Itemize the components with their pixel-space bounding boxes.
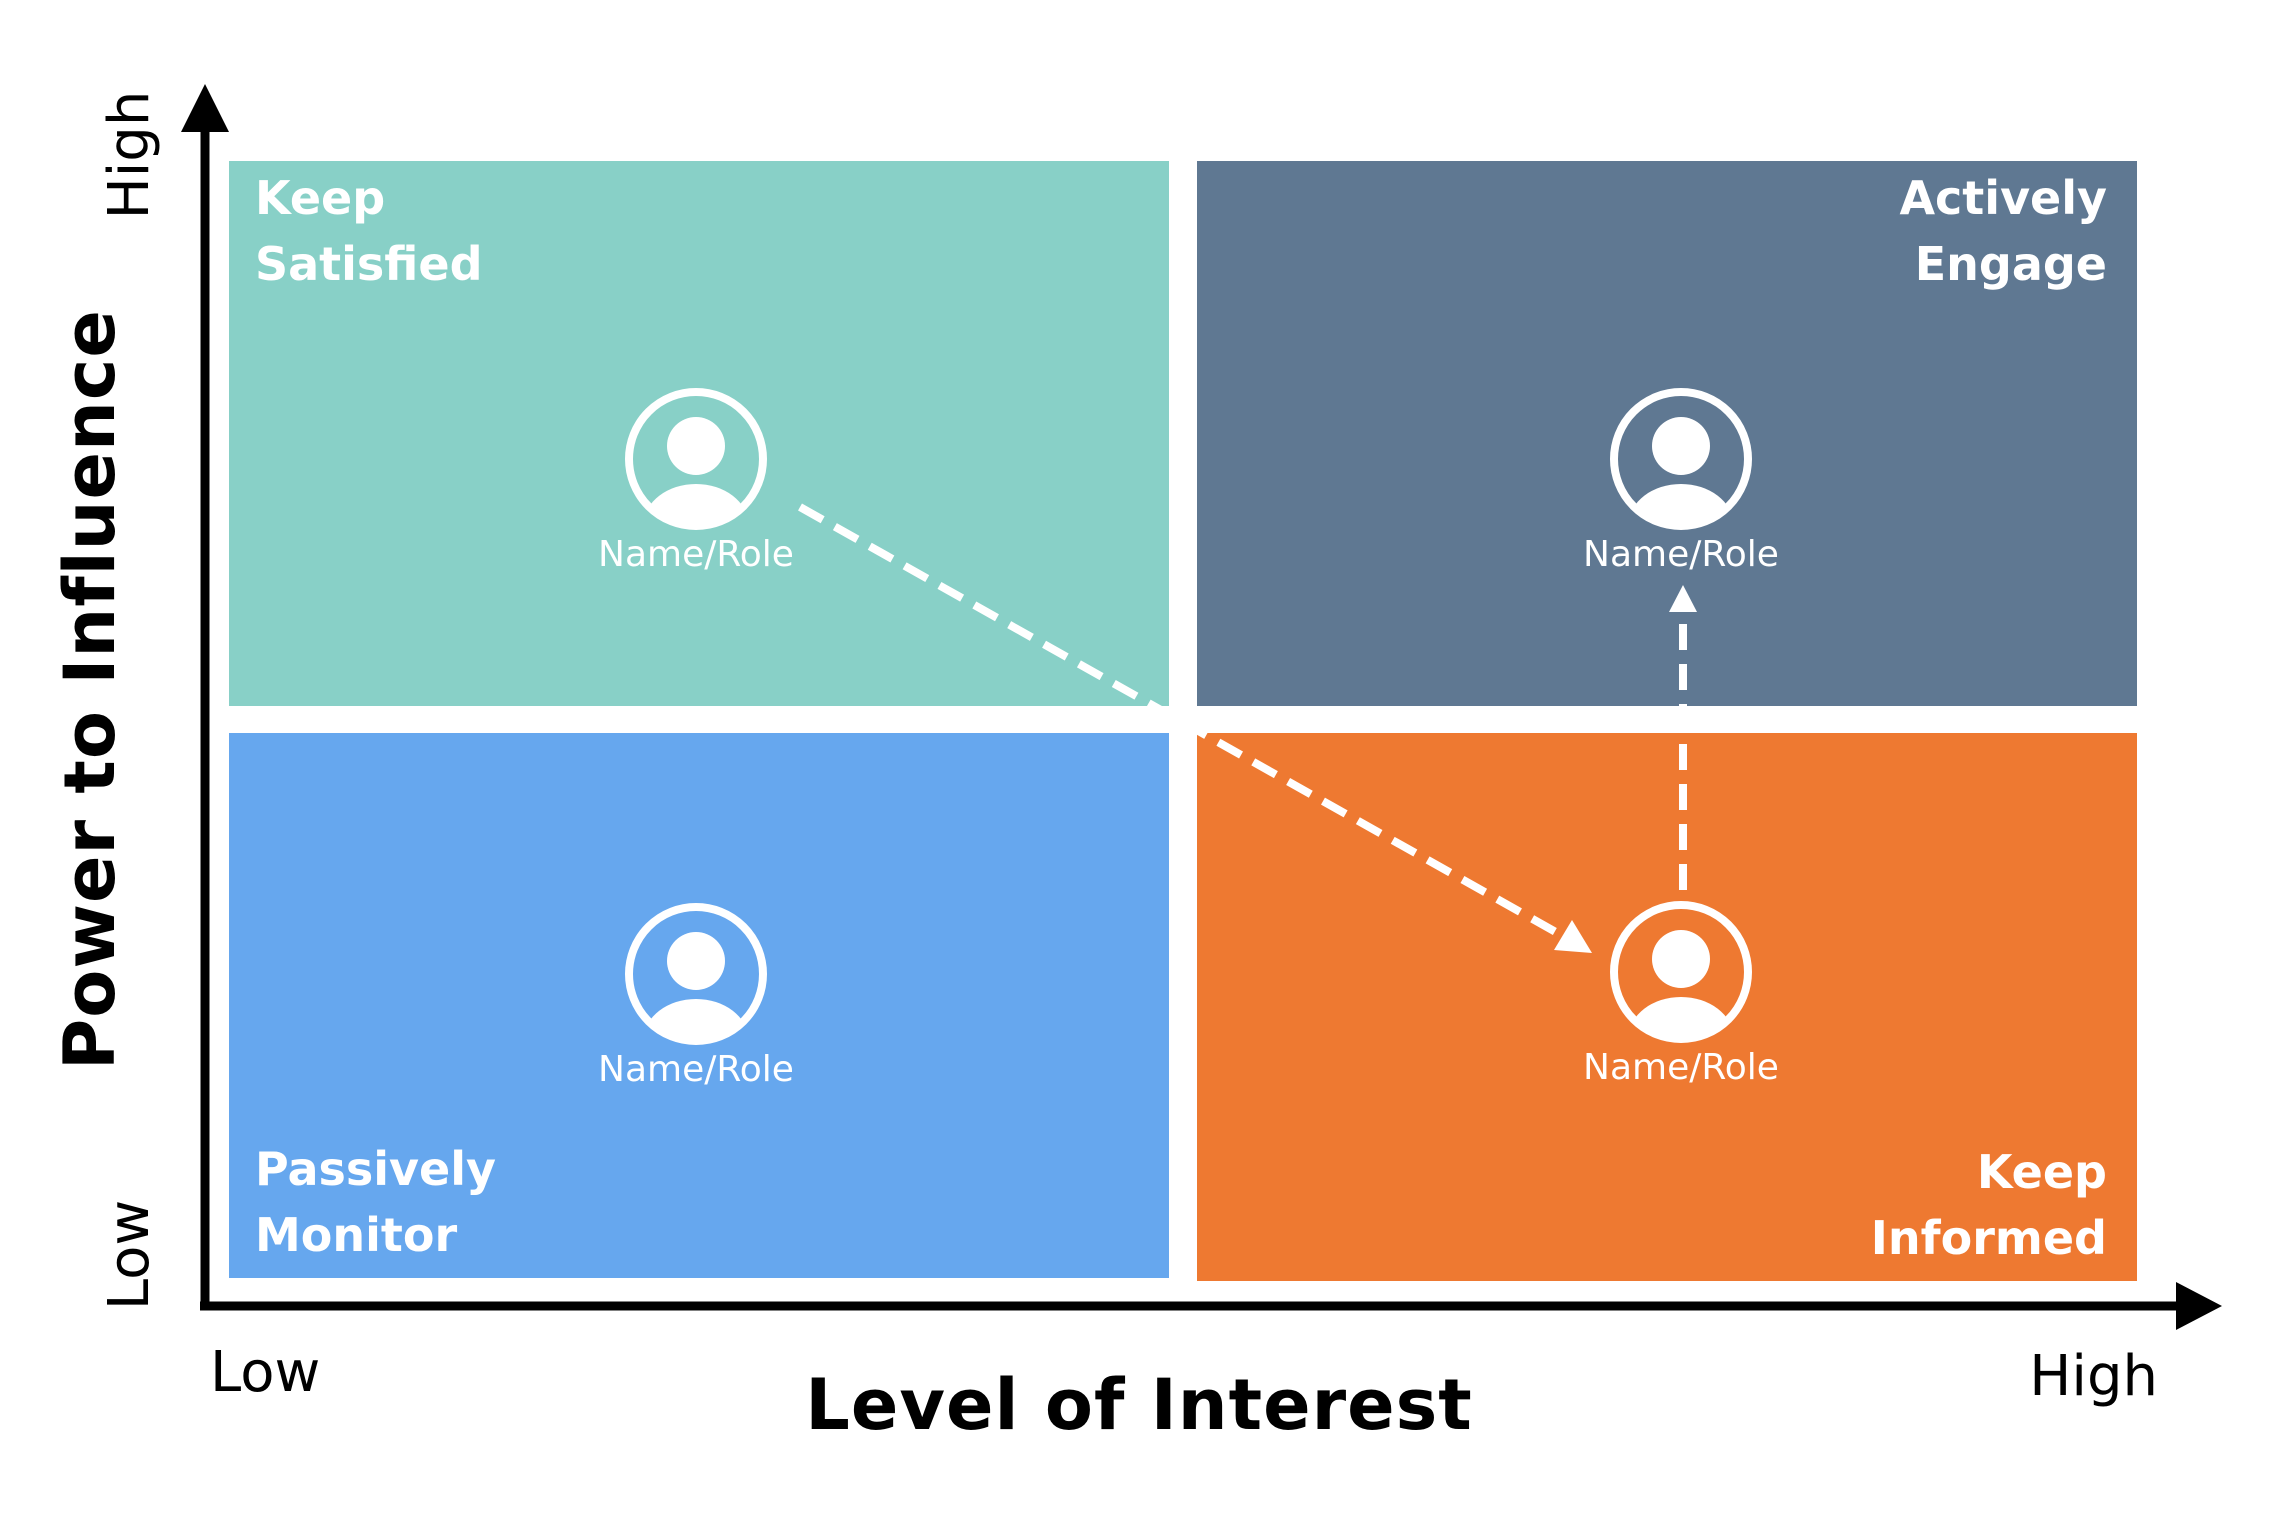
- quadrant-label-line: Satisfied: [255, 237, 483, 291]
- y-axis-high-label: High: [97, 90, 162, 220]
- quadrant-label-line: Informed: [1870, 1211, 2107, 1265]
- person-circle-icon: [1610, 388, 1752, 530]
- person-circle-icon: [1610, 901, 1752, 1043]
- quadrant-label-passively-monitor: Passively Monitor: [255, 1136, 496, 1268]
- quadrant-label-keep-informed: Keep Informed: [1871, 1139, 2107, 1271]
- quadrant-label-line: Keep: [1976, 1145, 2107, 1199]
- quadrant-label-line: Keep: [255, 171, 386, 225]
- person-name-role: Name/Role: [1583, 534, 1779, 575]
- person-name-role: Name/Role: [1583, 1047, 1779, 1088]
- quadrant-label-line: Engage: [1914, 237, 2107, 291]
- person-circle-icon: [625, 388, 767, 530]
- dashed-arrow-icon: [798, 503, 1592, 953]
- x-axis-high-label: High: [2029, 1344, 2158, 1409]
- quadrant-label-keep-satisfied: Keep Satisfied: [255, 165, 483, 297]
- quadrant-label-line: Monitor: [255, 1208, 458, 1262]
- y-axis-low-label: Low: [97, 1199, 162, 1311]
- x-axis-low-label: Low: [210, 1340, 321, 1405]
- x-axis-title: Level of Interest: [805, 1364, 1473, 1446]
- person-name-role: Name/Role: [598, 534, 794, 575]
- x-axis: [200, 1282, 2222, 1330]
- quadrant-actively-engage: Actively Engage: [1197, 161, 2137, 706]
- quadrant-label-actively-engage: Actively Engage: [1899, 165, 2107, 297]
- person-circle-icon: [625, 903, 767, 1045]
- y-axis-title: Power to Influence: [49, 309, 131, 1070]
- quadrant-label-line: Actively: [1899, 171, 2107, 225]
- person-name-role: Name/Role: [598, 1049, 794, 1090]
- y-axis: [181, 84, 229, 1306]
- dashed-arrow-icon: [1669, 585, 1697, 890]
- quadrant-label-line: Passively: [255, 1142, 496, 1196]
